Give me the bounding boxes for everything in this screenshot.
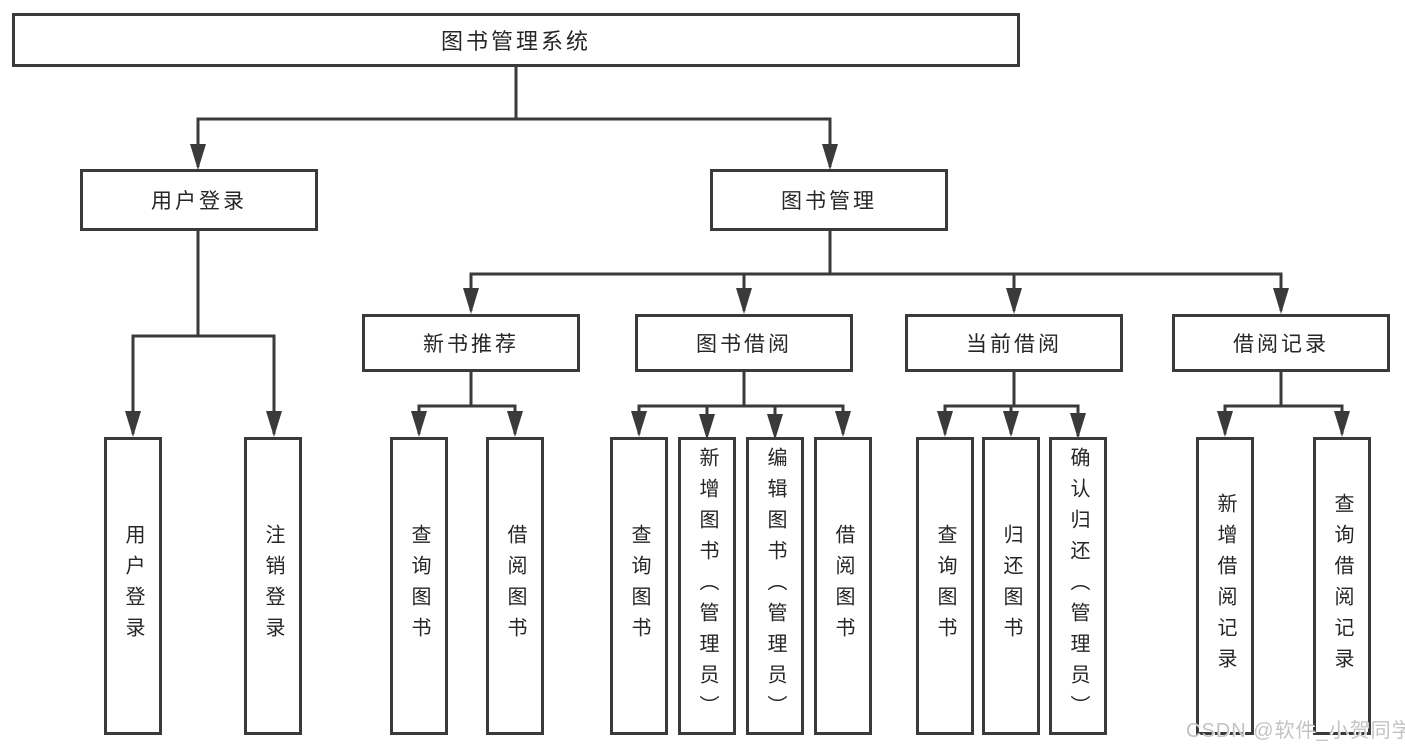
leaf-current-confirm-return-admin: 确认归还（管理员） [1049, 437, 1107, 735]
arrow-down-icon [190, 144, 206, 170]
node-book-borrowing: 图书借阅 [635, 314, 853, 372]
arrow-down-icon [736, 288, 752, 314]
arrow-down-icon [507, 411, 523, 437]
node-label: 用户登录 [122, 524, 144, 648]
arrow-down-icon [125, 411, 141, 437]
node-book-management: 图书管理 [710, 169, 948, 231]
leaf-current-query-books: 查询图书 [916, 437, 974, 735]
node-label: 注销登录 [262, 524, 284, 648]
node-label: 查询借阅记录 [1331, 493, 1353, 679]
arrow-down-icon [1217, 411, 1233, 437]
leaf-borrowing-query-books: 查询图书 [610, 437, 668, 735]
leaf-recommend-borrow-books: 借阅图书 [486, 437, 544, 735]
node-library-system: 图书管理系统 [12, 13, 1020, 67]
arrow-down-icon [1273, 288, 1289, 314]
arrow-down-icon [822, 144, 838, 170]
csdn-watermark: CSDN @软件_小贺同学 [1186, 720, 1405, 742]
leaf-records-query-borrow-record: 查询借阅记录 [1313, 437, 1371, 735]
node-label: 新增图书（管理员） [696, 446, 718, 726]
node-label: 查询图书 [408, 524, 430, 648]
node-label: 借阅图书 [832, 524, 854, 648]
node-label: 新书推荐 [423, 333, 519, 356]
node-label: 图书管理系统 [440, 29, 591, 54]
leaf-recommend-query-books: 查询图书 [390, 437, 448, 735]
node-label: 图书借阅 [696, 333, 792, 356]
leaf-records-add-borrow-record: 新增借阅记录 [1196, 437, 1254, 735]
arrow-down-icon [937, 411, 953, 437]
node-label: 当前借阅 [966, 333, 1062, 356]
leaf-borrowing-add-books-admin: 新增图书（管理员） [678, 437, 736, 735]
leaf-current-return-books: 归还图书 [982, 437, 1040, 735]
arrow-down-icon [1070, 413, 1086, 439]
arrow-down-icon [1334, 411, 1350, 437]
node-label: 确认归还（管理员） [1067, 446, 1089, 726]
arrow-down-icon [767, 414, 783, 440]
arrow-down-icon [1003, 411, 1019, 437]
arrow-down-icon [411, 411, 427, 437]
arrow-down-icon [463, 288, 479, 314]
node-label: 借阅图书 [504, 524, 526, 648]
leaf-borrowing-borrow-books: 借阅图书 [814, 437, 872, 735]
node-label: 查询图书 [934, 524, 956, 648]
arrow-down-icon [1006, 288, 1022, 314]
leaf-logout: 注销登录 [244, 437, 302, 735]
node-borrowing-records: 借阅记录 [1172, 314, 1390, 372]
arrow-down-icon [631, 411, 647, 437]
node-user-login: 用户登录 [80, 169, 318, 231]
node-new-book-recommendation: 新书推荐 [362, 314, 580, 372]
node-label: 用户登录 [151, 190, 247, 213]
node-label: 新增借阅记录 [1214, 493, 1236, 679]
arrow-down-icon [699, 414, 715, 440]
arrow-down-icon [835, 411, 851, 437]
leaf-borrowing-edit-books-admin: 编辑图书（管理员） [746, 437, 804, 735]
node-label: 编辑图书（管理员） [764, 446, 786, 726]
node-label: 查询图书 [628, 524, 650, 648]
node-current-borrowing: 当前借阅 [905, 314, 1123, 372]
node-label: 借阅记录 [1233, 333, 1329, 356]
leaf-user-login: 用户登录 [104, 437, 162, 735]
node-label: 图书管理 [781, 190, 877, 213]
arrow-down-icon [266, 411, 282, 437]
node-label: 归还图书 [1000, 524, 1022, 648]
